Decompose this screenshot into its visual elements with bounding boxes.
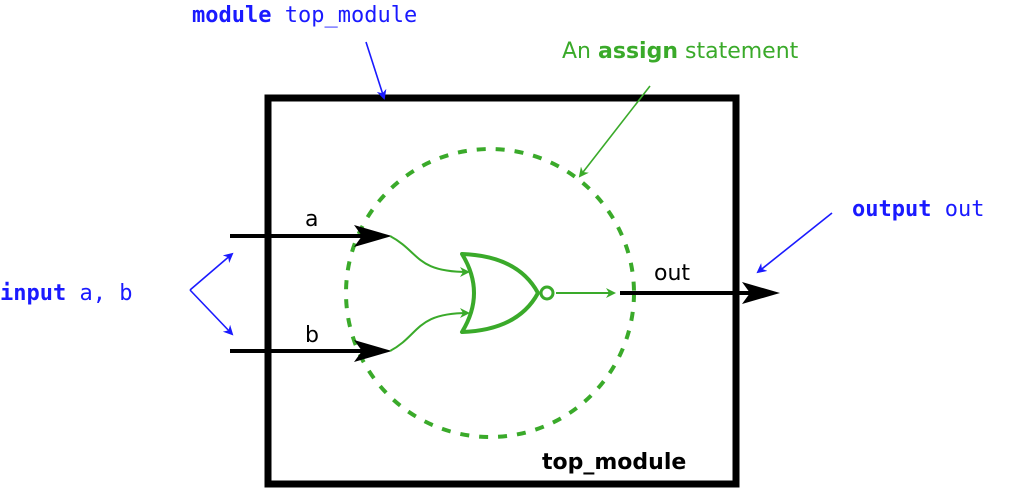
input-label-space — [66, 281, 79, 306]
module-label: module top_module — [192, 3, 417, 28]
assign-label-space-2 — [678, 39, 685, 64]
input-names: a, b — [79, 281, 132, 306]
output-arrowhead — [742, 282, 780, 304]
input-arrowhead-a — [354, 225, 392, 247]
output-label-space — [931, 197, 944, 222]
wire-b-label: b — [305, 323, 319, 348]
output-pointer-arrow — [756, 212, 833, 274]
assign-label: An assign statement — [562, 39, 799, 64]
module-pointer-arrow — [365, 41, 387, 100]
assign-prefix: An — [562, 39, 591, 64]
module-keyword: module — [192, 3, 271, 28]
box-title: top_module — [542, 450, 686, 475]
output-name: out — [945, 197, 985, 222]
output-keyword: output — [852, 197, 931, 222]
module-name: top_module — [285, 3, 417, 28]
assign-keyword: assign — [598, 39, 678, 64]
module-label-space — [271, 3, 284, 28]
input-label: input a, b — [0, 281, 132, 306]
input-pointer-arrow-b — [189, 289, 234, 336]
input-keyword: input — [0, 281, 66, 306]
wire-a-label: a — [305, 207, 318, 232]
internal-wire-a — [389, 235, 470, 277]
assign-suffix: statement — [685, 39, 799, 64]
nor-gate — [460, 252, 540, 334]
input-arrowhead-b — [354, 340, 392, 362]
internal-wire-b — [389, 308, 470, 352]
output-label: output out — [852, 197, 984, 222]
wire-out-label: out — [654, 261, 690, 286]
input-pointer-arrow-a — [189, 252, 234, 291]
assign-label-space-1 — [591, 39, 598, 64]
assign-pointer-arrow — [578, 85, 651, 178]
nor-gate-bubble — [539, 285, 555, 301]
